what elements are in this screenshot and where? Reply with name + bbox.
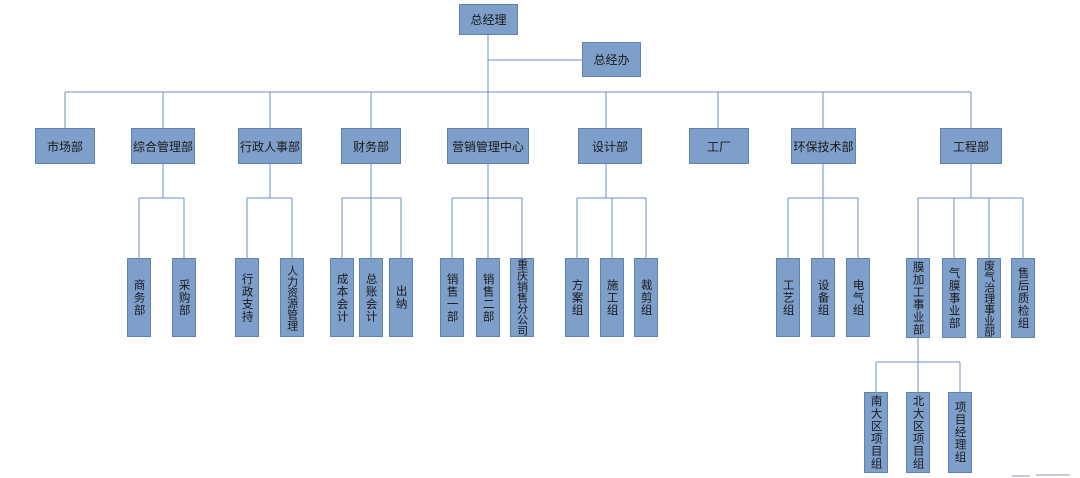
sub-chongqing: 重庆销售分公司	[510, 258, 534, 337]
dept-finance: 财务部	[341, 128, 401, 164]
sub-gasmem-biz: 气膜事业部	[942, 258, 966, 338]
dept-design: 设计部	[578, 128, 642, 164]
sub-admin-support: 行政支持	[235, 258, 259, 337]
dept-hr: 行政人事部	[238, 128, 302, 164]
sub-process-group: 工艺组	[776, 258, 800, 337]
sub-sales1: 销售一部	[440, 258, 464, 337]
dept-env-tech: 环保技术部	[791, 128, 856, 164]
sub-plan-group: 方案组	[565, 258, 589, 337]
dept-admin-mgmt: 综合管理部	[131, 128, 195, 164]
sub-exhaust-biz: 废气治理事业部	[977, 258, 1001, 338]
sub-sales2: 销售二部	[476, 258, 500, 337]
sub-pm-group: 项目经理组	[948, 392, 972, 473]
sub-cashier: 出纳	[389, 258, 413, 337]
sub-equip-group: 设备组	[811, 258, 835, 337]
sub-hr-mgmt: 人力资源管理	[280, 258, 304, 337]
sub-north-region: 北大区项目组	[906, 392, 930, 473]
sub-purchase: 采购部	[172, 258, 196, 337]
sub-membrane-biz: 膜加工事业部	[906, 258, 930, 338]
office-box: 总经办	[582, 42, 641, 77]
sub-aftersale-qc: 售后质检组	[1011, 258, 1035, 338]
dept-factory: 工厂	[689, 128, 749, 164]
sub-commerce: 商务部	[127, 258, 151, 337]
dept-market: 市场部	[35, 128, 95, 164]
sub-cost-acct: 成本会计	[330, 258, 354, 337]
corner-scroll-mark	[1012, 474, 1070, 477]
dept-engineering: 工程部	[940, 128, 1002, 164]
sub-cut-group: 裁剪组	[634, 258, 658, 337]
sub-south-region: 南大区项目组	[864, 392, 888, 473]
dept-marketing: 营销管理中心	[447, 128, 529, 164]
ceo-box: 总经理	[459, 4, 518, 35]
sub-construct-group: 施工组	[600, 258, 624, 337]
sub-electric-group: 电气组	[846, 258, 870, 337]
sub-gl-acct: 总账会计	[359, 258, 383, 337]
